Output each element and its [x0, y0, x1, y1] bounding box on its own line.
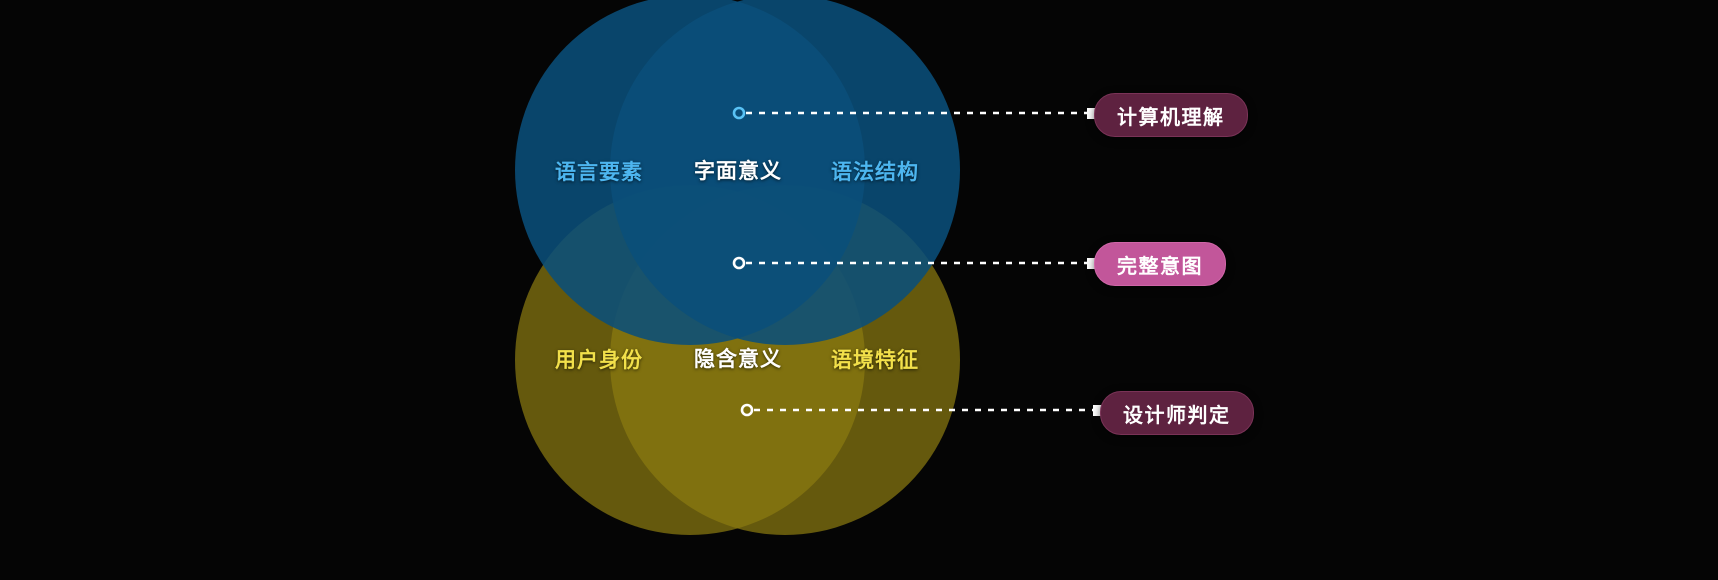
callout-connector-complete-intent — [732, 256, 1098, 270]
callout-origin-dot-1 — [732, 106, 746, 120]
callout-origin-dot-2 — [732, 256, 746, 270]
callout-pill-computer-understanding[interactable]: 计算机理解 — [1094, 93, 1248, 137]
callout-end-square-3 — [1093, 405, 1104, 416]
callout-connector-designer-judgment — [740, 403, 1104, 417]
callout-pill-designer-judgment[interactable]: 设计师判定 — [1100, 391, 1254, 435]
callout-pill-complete-intent[interactable]: 完整意图 — [1094, 242, 1226, 286]
callout-end-square-2 — [1087, 258, 1098, 269]
venn-circle-grammar-structure[interactable] — [610, 0, 960, 345]
callout-origin-dot-3 — [740, 403, 754, 417]
callout-connector-computer-understanding — [732, 106, 1098, 120]
venn-circles-upper — [515, 0, 960, 345]
callout-end-square-1 — [1087, 108, 1098, 119]
